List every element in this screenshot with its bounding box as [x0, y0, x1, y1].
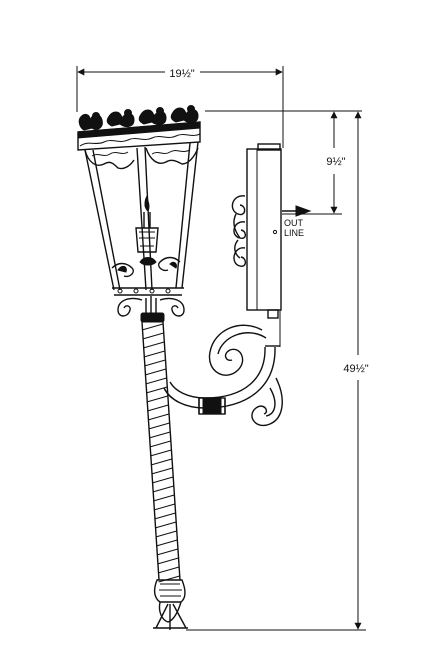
post-twist-line — [153, 503, 175, 511]
post-twist-line — [144, 368, 167, 376]
post-twist-line — [143, 341, 165, 349]
post-twist-line — [156, 548, 178, 556]
width-dimension: 19½" — [76, 66, 284, 148]
wall-box — [246, 143, 282, 347]
height-dimension: 49½" — [186, 111, 369, 631]
out-label: OUT — [284, 218, 304, 228]
post-twist-line — [155, 530, 177, 538]
post-twist-line — [157, 557, 179, 565]
lantern-body — [84, 141, 199, 296]
post-twist-line — [156, 539, 178, 547]
height-label: 49½" — [343, 363, 368, 375]
post-twist-line — [146, 395, 168, 403]
width-label: 19½" — [169, 68, 194, 80]
post-twist-line — [141, 323, 164, 331]
line-label: LINE — [284, 228, 304, 238]
post-twist-line — [142, 332, 164, 340]
post-twist-line — [146, 386, 168, 394]
post-twist-line — [153, 494, 175, 502]
twisted-post — [140, 312, 181, 583]
post-twist-line — [143, 350, 165, 358]
wall-scroll-ornament — [231, 195, 247, 267]
depth-dimension: 9½" — [205, 110, 362, 215]
curved-arm — [163, 324, 283, 427]
post-twist-line — [147, 404, 169, 412]
post-twist-line — [145, 377, 167, 385]
post-twist-line — [148, 431, 171, 439]
post-twist-line — [151, 467, 173, 475]
post-twist-line — [149, 440, 171, 448]
post-twist-line — [158, 575, 180, 583]
post-twist-line — [157, 566, 180, 574]
lantern-crown — [77, 105, 201, 151]
post-twist-line — [144, 359, 166, 367]
post-twist-line — [148, 422, 170, 430]
base-finial — [153, 579, 188, 630]
depth-label: 9½" — [326, 156, 345, 168]
post-twist-line — [150, 458, 173, 466]
post-twist-line — [152, 485, 174, 493]
post-twist-line — [147, 413, 170, 421]
post-twist-line — [150, 449, 172, 457]
post-twist-line — [154, 512, 176, 520]
post-twist-line — [151, 476, 174, 484]
post-twist-line — [154, 521, 177, 529]
out-line-indicator: OUT LINE — [282, 205, 312, 238]
lantern-bottom-scrolls — [117, 296, 185, 317]
